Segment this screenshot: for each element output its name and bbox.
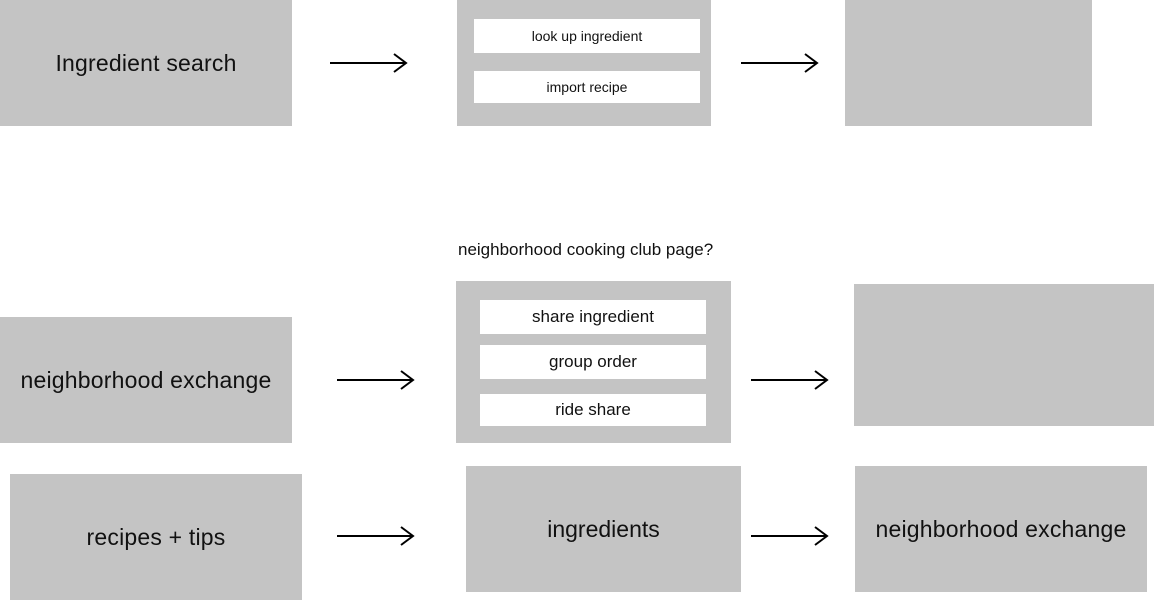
- arrow-right-icon: [741, 53, 819, 73]
- neighborhood-exchange-target-label: neighborhood exchange: [875, 515, 1127, 542]
- group-order-button[interactable]: group order: [480, 345, 706, 379]
- look-up-ingredient-label: look up ingredient: [531, 28, 643, 44]
- ingredients-label: ingredients: [547, 515, 660, 542]
- arrow-right-icon: [337, 526, 415, 546]
- look-up-ingredient-button[interactable]: look up ingredient: [474, 19, 700, 53]
- neighborhood-exchange-target-node: neighborhood exchange: [855, 466, 1147, 592]
- neighborhood-exchange-label: neighborhood exchange: [20, 366, 272, 393]
- share-ingredient-label: share ingredient: [532, 307, 654, 326]
- exchange-options-panel: share ingredient group order ride share: [456, 281, 731, 443]
- ingredient-result-placeholder: [845, 0, 1092, 126]
- import-recipe-label: import recipe: [546, 79, 628, 95]
- ride-share-label: ride share: [555, 400, 631, 419]
- share-ingredient-button[interactable]: share ingredient: [480, 300, 706, 334]
- arrow-right-icon: [751, 370, 829, 390]
- ingredient-search-node: Ingredient search: [0, 0, 292, 126]
- arrow-right-icon: [751, 526, 829, 546]
- group-order-label: group order: [549, 352, 637, 371]
- exchange-result-placeholder: [854, 284, 1154, 426]
- ride-share-button[interactable]: ride share: [480, 394, 706, 426]
- ingredients-node: ingredients: [466, 466, 741, 592]
- recipes-tips-label: recipes + tips: [86, 523, 226, 550]
- arrow-right-icon: [330, 53, 408, 73]
- ingredient-search-label: Ingredient search: [55, 49, 237, 76]
- cooking-club-caption: neighborhood cooking club page?: [458, 240, 714, 259]
- arrow-right-icon: [337, 370, 415, 390]
- recipes-tips-node: recipes + tips: [10, 474, 302, 600]
- neighborhood-exchange-node: neighborhood exchange: [0, 317, 292, 443]
- import-recipe-button[interactable]: import recipe: [474, 71, 700, 103]
- ingredient-options-panel: look up ingredient import recipe: [457, 0, 711, 126]
